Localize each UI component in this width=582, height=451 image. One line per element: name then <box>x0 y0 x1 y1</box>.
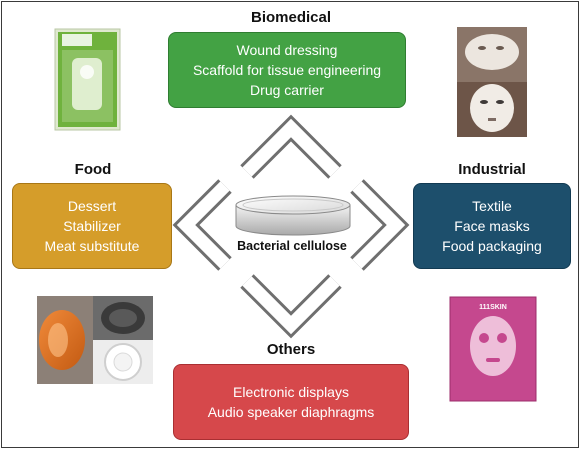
biomedical-item: Wound dressing <box>236 42 338 58</box>
others-item: Electronic displays <box>233 384 349 400</box>
center-label: Bacterial cellulose <box>237 239 347 253</box>
industrial-heading: Industrial <box>458 161 526 178</box>
industrial-item: Textile <box>472 198 512 214</box>
chevron-up-icon <box>240 114 342 179</box>
food-item: Stabilizer <box>63 218 121 234</box>
industrial-box: Textile Face masks Food packaging <box>413 183 571 269</box>
petri-dish-icon <box>235 195 351 236</box>
biomedical-item: Scaffold for tissue engineering <box>192 62 382 78</box>
sheet-mask-package-photo: 111SKIN <box>449 296 537 402</box>
others-box: Electronic displays Audio speaker diaphr… <box>173 364 409 440</box>
chevron-left-icon <box>172 179 232 271</box>
mask-pack-brand-text: 111SKIN <box>479 304 507 311</box>
chevron-down-icon <box>240 274 342 339</box>
others-heading: Others <box>266 341 316 358</box>
food-item: Meat substitute <box>44 238 140 254</box>
others-item: Audio speaker diaphragms <box>207 404 375 420</box>
food-box: Dessert Stabilizer Meat substitute <box>12 183 172 269</box>
food-item: Dessert <box>67 198 117 214</box>
face-mask-photo <box>457 27 527 137</box>
biomedical-item: Drug carrier <box>250 82 324 98</box>
industrial-item: Food packaging <box>442 238 542 254</box>
chevron-right-icon <box>350 179 410 271</box>
biomedical-box: Wound dressing Scaffold for tissue engin… <box>168 32 406 108</box>
biomedical-heading: Biomedical <box>250 9 332 26</box>
food-heading: Food <box>74 161 112 178</box>
headphones-speaker-photo <box>37 296 153 384</box>
wound-dressing-package-photo <box>54 28 121 131</box>
industrial-item: Face masks <box>454 218 530 234</box>
